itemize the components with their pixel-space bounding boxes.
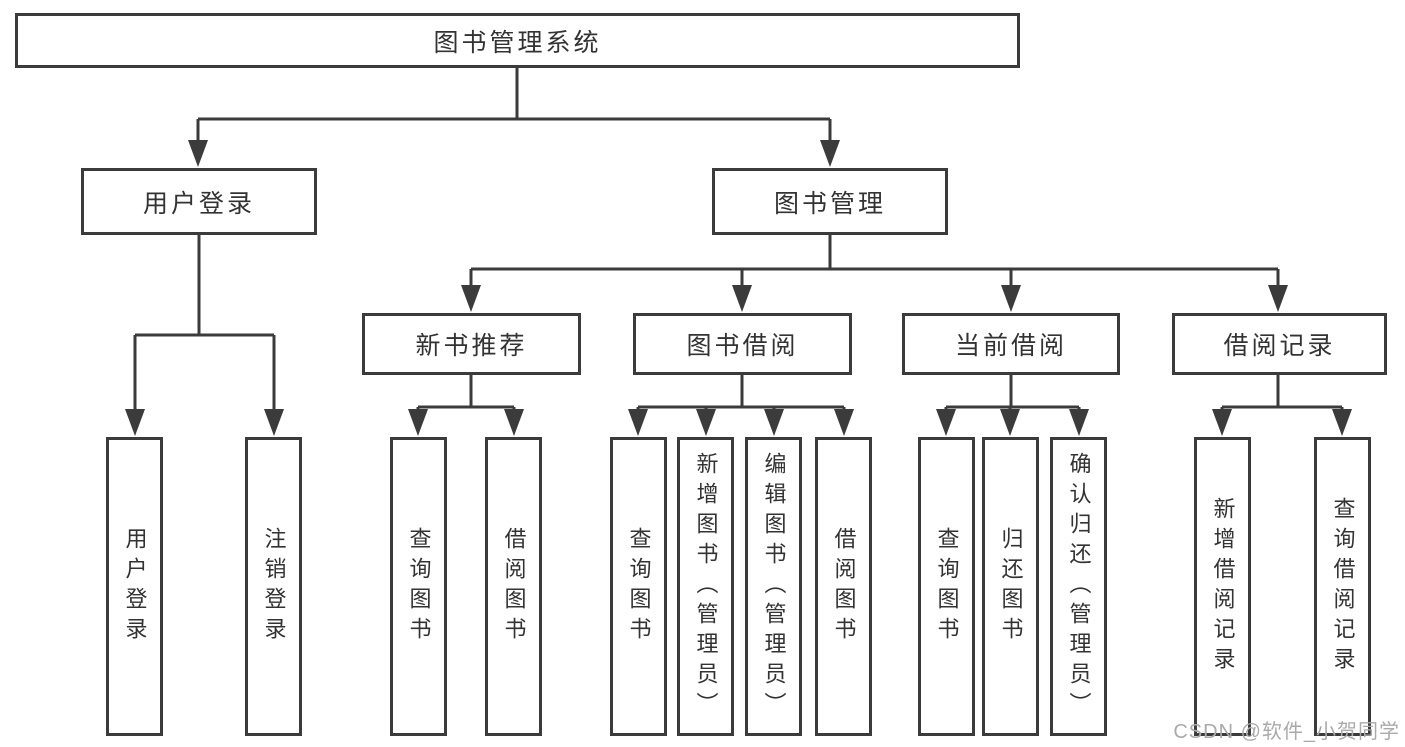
leaf-add-borrow-record-label: 新增借阅记录 [1210, 496, 1236, 677]
node-user-login: 用户登录 [81, 168, 317, 235]
leaf-logout: 注销登录 [245, 437, 302, 736]
leaf-return-book-label: 归还图书 [998, 526, 1024, 647]
node-current-borrow: 当前借阅 [902, 313, 1120, 375]
leaf-add-book-admin-label: 新增图书（管理员） [693, 451, 719, 722]
leaf-query-borrow-record: 查询借阅记录 [1314, 437, 1371, 736]
node-root: 图书管理系统 [15, 13, 1020, 68]
leaf-edit-book-admin: 编辑图书（管理员） [745, 437, 802, 736]
leaf-borrow-book-2-label: 借阅图书 [831, 526, 857, 647]
leaf-confirm-return-admin: 确认归还（管理员） [1050, 437, 1107, 736]
leaf-query-book-1-label: 查询图书 [406, 526, 432, 647]
node-borrow-record: 借阅记录 [1172, 313, 1387, 375]
leaf-add-book-admin: 新增图书（管理员） [677, 437, 734, 736]
node-new-book-recommend: 新书推荐 [362, 313, 581, 375]
node-book-management: 图书管理 [712, 168, 948, 235]
leaf-query-book-3: 查询图书 [918, 437, 975, 736]
leaf-borrow-book-1: 借阅图书 [485, 437, 542, 736]
leaf-borrow-book-1-label: 借阅图书 [501, 526, 527, 647]
leaf-query-book-1: 查询图书 [390, 437, 447, 736]
csdn-watermark: CSDN @软件_小贺同学 [1173, 721, 1400, 743]
leaf-query-book-2-label: 查询图书 [626, 526, 652, 647]
leaf-edit-book-admin-label: 编辑图书（管理员） [761, 451, 787, 722]
leaf-query-book-3-label: 查询图书 [934, 526, 960, 647]
leaf-query-book-2: 查询图书 [610, 437, 667, 736]
leaf-user-login: 用户登录 [106, 437, 163, 736]
leaf-user-login-label: 用户登录 [122, 526, 148, 647]
leaf-confirm-return-admin-label: 确认归还（管理员） [1066, 451, 1092, 722]
leaf-return-book: 归还图书 [982, 437, 1039, 736]
leaf-borrow-book-2: 借阅图书 [815, 437, 872, 736]
leaf-add-borrow-record: 新增借阅记录 [1194, 437, 1251, 736]
leaf-logout-label: 注销登录 [261, 526, 287, 647]
node-book-borrow: 图书借阅 [633, 313, 852, 375]
leaf-query-borrow-record-label: 查询借阅记录 [1330, 496, 1356, 677]
